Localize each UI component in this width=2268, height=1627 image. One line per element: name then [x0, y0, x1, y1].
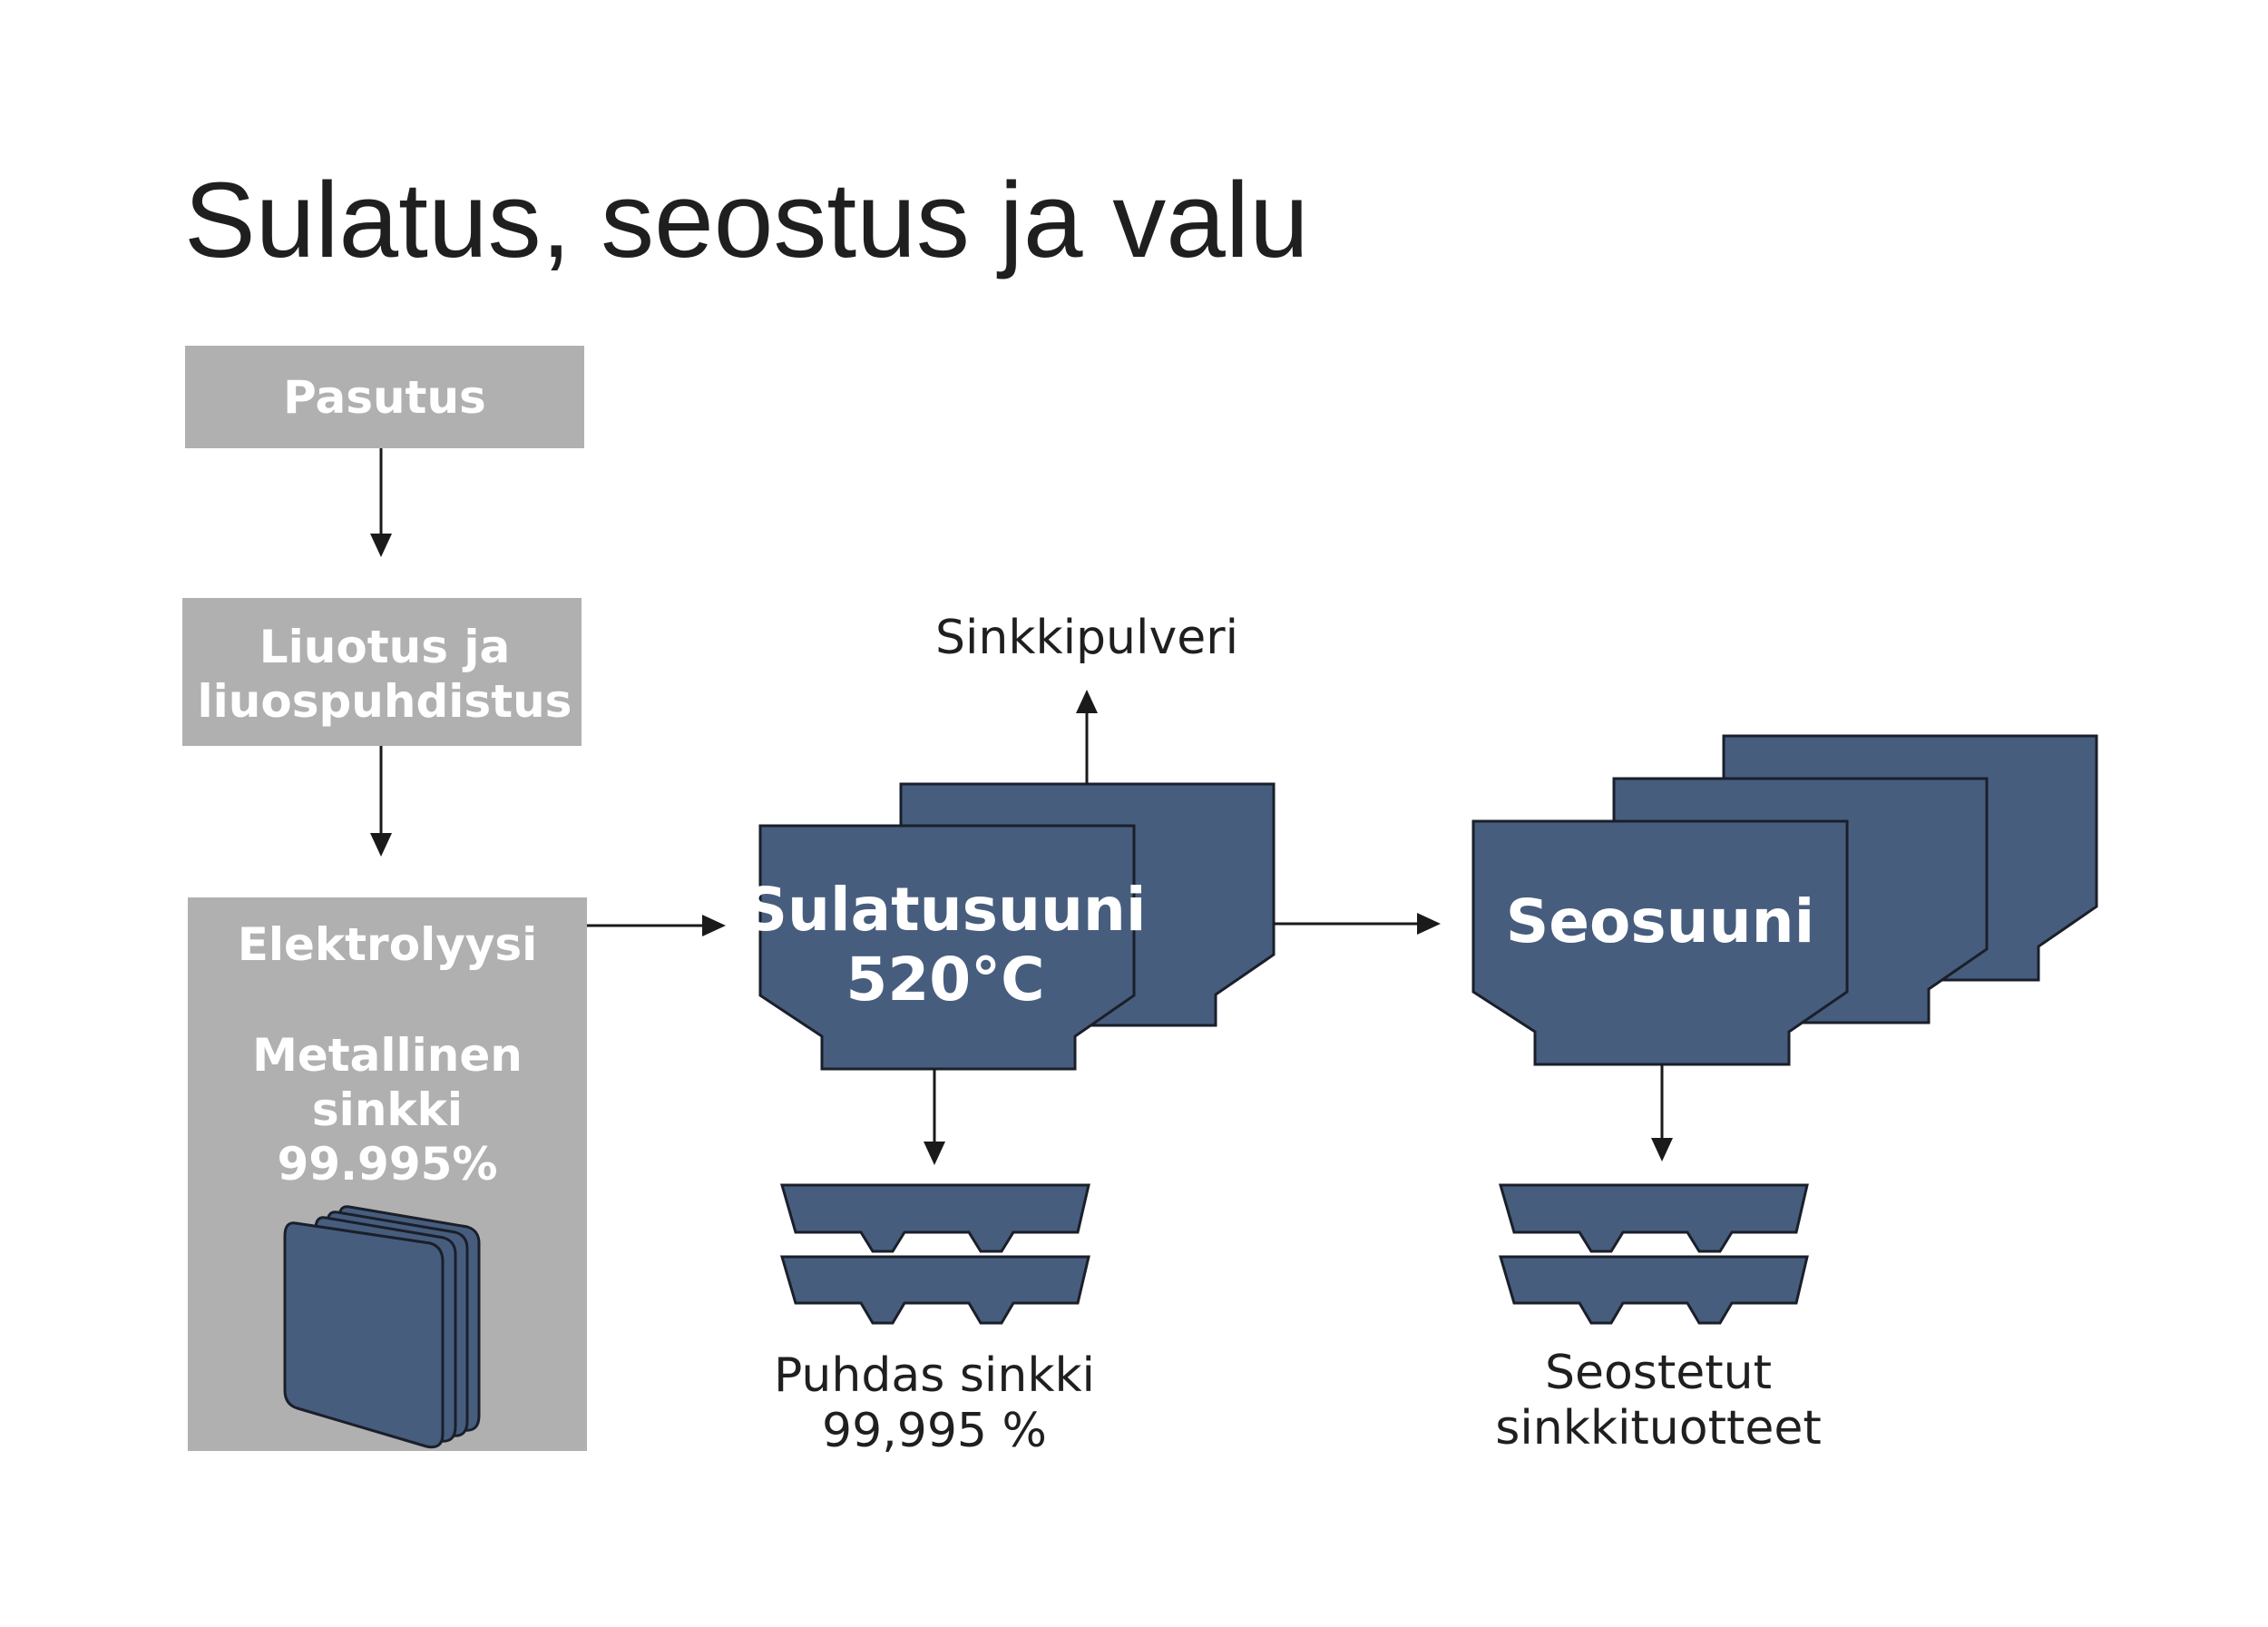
metal-zinc-purity: 99.995%	[277, 1138, 497, 1191]
melting-furnace-label: Sulatusuuni	[744, 875, 1146, 945]
alloyed-zinc-ingots-icon	[1498, 1183, 1809, 1325]
metal-zinc-line1: Metallinen	[252, 1029, 523, 1082]
alloyed-products-label-line1: Seostetut	[1545, 1346, 1772, 1400]
leaching-label-line1: Liuotus ja	[259, 621, 511, 673]
alloy-furnace-front	[1471, 819, 1849, 1066]
roasting-box	[185, 346, 584, 448]
arrow-electrolysis-to-melting	[587, 915, 726, 936]
arrow-alloy-to-ingots	[1651, 1064, 1673, 1161]
alloyed-products-label-line2: sinkkituotteet	[1495, 1401, 1821, 1455]
roasting-label: Pasutus	[283, 371, 486, 424]
diagram-title: Sulatus, seostus ja valu	[184, 161, 1309, 280]
arrow-roasting-to-leaching	[370, 448, 392, 557]
pure-zinc-label-line2: 99,995 %	[822, 1404, 1047, 1458]
arrow-leaching-to-electrolysis	[370, 746, 392, 857]
arrow-to-zinc-powder	[1076, 690, 1098, 784]
arrow-melting-to-alloy	[1274, 913, 1441, 935]
arrow-melting-to-ingots	[924, 1069, 945, 1165]
pure-zinc-label-line1: Puhdas sinkki	[774, 1348, 1095, 1403]
cathode-plates-icon	[283, 1205, 481, 1449]
melting-furnace-temperature: 520°C	[846, 945, 1044, 1014]
electrolysis-label: Elektrolyysi	[238, 918, 538, 971]
leaching-label-line2: liuospuhdistus	[198, 675, 572, 728]
metal-zinc-line2: sinkki	[312, 1083, 463, 1136]
leaching-box	[182, 598, 582, 746]
zinc-powder-label: Sinkkipulveri	[935, 611, 1238, 665]
pure-zinc-ingots-icon	[779, 1183, 1090, 1325]
melting-furnace-front	[758, 824, 1136, 1071]
alloy-furnace-label: Seosuuni	[1506, 887, 1815, 956]
